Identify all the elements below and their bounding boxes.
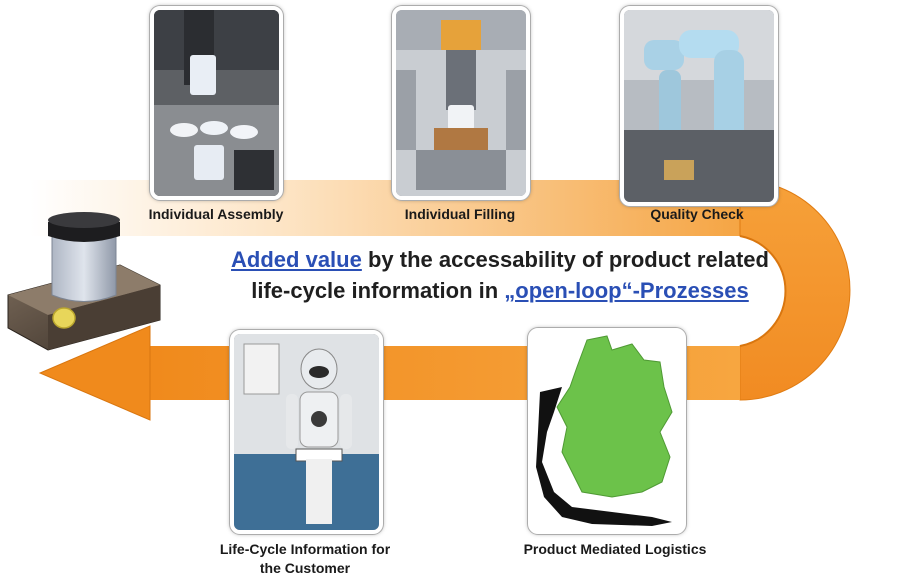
filling-photo [392, 6, 530, 200]
caption-individual-assembly: Individual Assembly [148, 206, 284, 222]
caption-life-cycle-line2: the Customer [259, 560, 351, 576]
caption-quality-check: Quality Check [650, 206, 744, 222]
caption-individual-filling: Individual Filling [404, 206, 516, 222]
caption-life-cycle-line1: Life-Cycle Information for [219, 541, 391, 557]
customer-robot-photo [230, 330, 383, 534]
headline: Added value by the accessability of prod… [175, 244, 825, 306]
quality-check-photo [620, 6, 778, 206]
caption-product-mediated-logistics: Product Mediated Logistics [523, 541, 707, 557]
headline-line1-rest: by the accessability of product related [361, 247, 769, 272]
logistics-map-photo [528, 328, 686, 534]
headline-open-loop: „open-loop“-Prozesses [504, 278, 749, 303]
headline-added-value: Added value [231, 247, 362, 272]
headline-line2: life-cycle information in „open-loop“-Pr… [175, 275, 825, 306]
product-container-icon [7, 212, 161, 351]
caption-life-cycle-information: Life-Cycle Information for the Customer [170, 540, 440, 578]
headline-line2-prefix: life-cycle information in [251, 278, 505, 303]
assembly-photo [150, 6, 283, 200]
headline-line1: Added value by the accessability of prod… [175, 244, 825, 275]
germany-map-icon [532, 332, 682, 530]
